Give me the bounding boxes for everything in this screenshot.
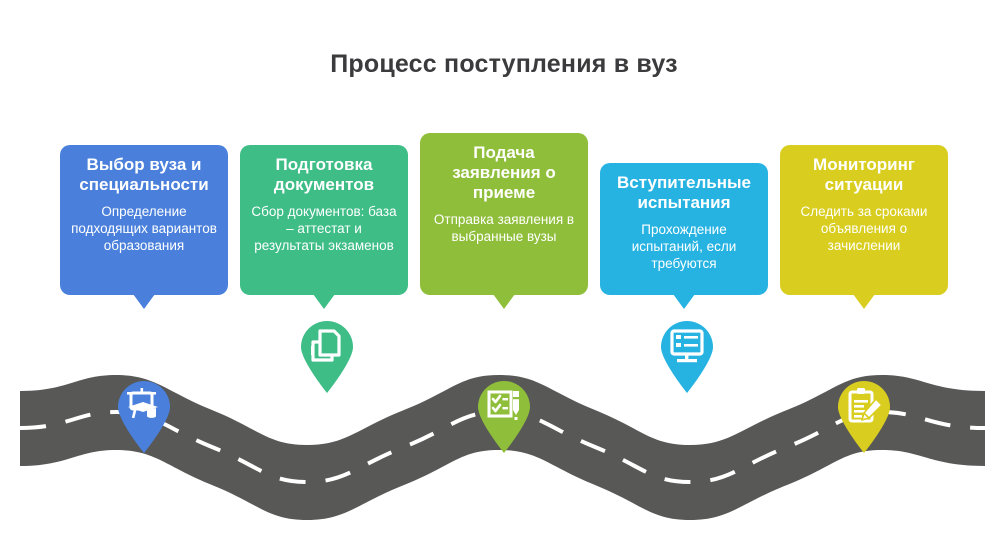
map-pin-step-4[interactable]	[657, 317, 717, 393]
step-card-5-description: Следить за сроками объявления о зачислен…	[800, 204, 928, 253]
map-pin-step-2[interactable]	[297, 317, 357, 393]
step-card-3-title: Подача заявления о приеме	[452, 143, 556, 203]
blackboard-graduation-cap-icon	[127, 388, 158, 419]
map-pin-step-5[interactable]	[834, 377, 894, 453]
step-card-5-pointer	[853, 294, 875, 309]
step-card-2-description: Сбор документов: база – аттестат и резул…	[251, 204, 397, 253]
step-card-1[interactable]: Выбор вуза и специальности Определение п…	[60, 145, 228, 309]
clipboard-pencil-icon	[848, 388, 883, 423]
step-card-2-pointer	[313, 294, 335, 309]
map-pin-step-3[interactable]	[474, 377, 534, 453]
map-pin-step-1[interactable]	[114, 377, 174, 453]
step-card-2[interactable]: Подготовка документов Сбор документов: б…	[240, 145, 408, 309]
step-card-1-description: Определение подходящих вариантов образов…	[71, 204, 217, 253]
step-card-4-description: Прохождение испытаний, если требуются	[631, 222, 737, 271]
checklist-pen-icon	[487, 390, 519, 420]
step-card-3-pointer	[493, 294, 515, 309]
step-card-1-pointer	[133, 294, 155, 309]
step-card-1-title: Выбор вуза и специальности	[79, 155, 209, 195]
step-card-5-title: Мониторинг ситуации	[813, 155, 915, 195]
documents-icon-details	[311, 346, 314, 355]
documents-icon	[311, 329, 341, 362]
step-card-4[interactable]: Вступительные испытания Прохождение испы…	[600, 163, 768, 309]
page-title: Процесс поступления в вуз	[330, 50, 678, 78]
step-card-5[interactable]: Мониторинг ситуации Следить за сроками о…	[780, 145, 948, 309]
desktop-computer-icon	[670, 329, 704, 363]
step-card-4-pointer	[673, 294, 695, 309]
step-card-4-title: Вступительные испытания	[617, 173, 751, 213]
step-card-3[interactable]: Подача заявления о приеме Отправка заявл…	[420, 133, 588, 309]
step-card-2-title: Подготовка документов	[273, 155, 375, 195]
step-card-3-description: Отправка заявления в выбранные вузы	[433, 212, 575, 245]
